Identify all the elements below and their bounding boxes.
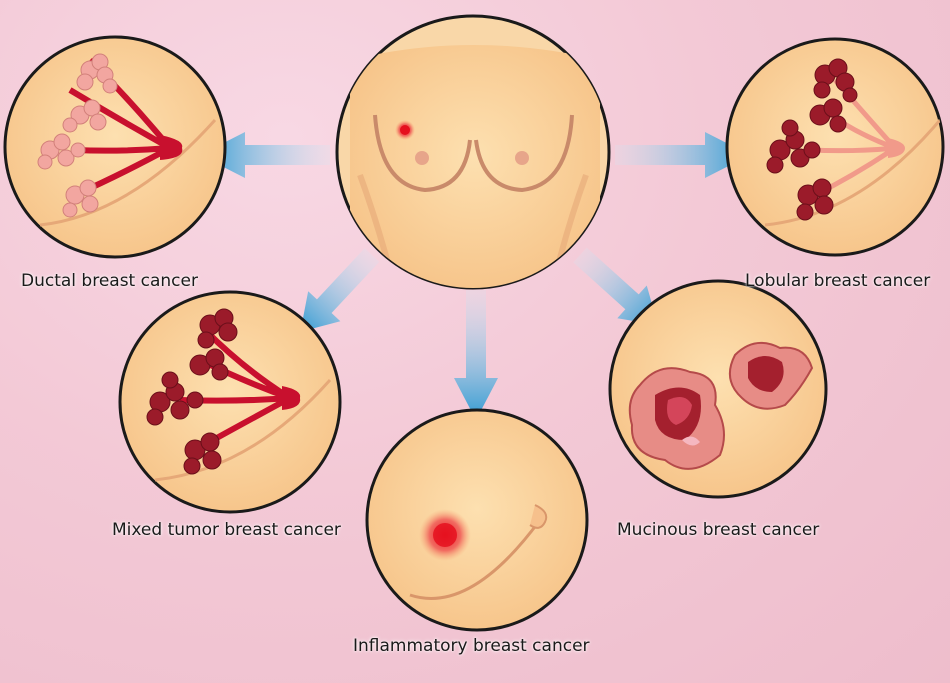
- arrow-to-ductal: [200, 132, 330, 178]
- arrow-to-mixed: [300, 248, 380, 332]
- lobular-illustration: [725, 37, 945, 257]
- ductal-label: Ductal breast cancer: [21, 271, 198, 291]
- mucinous-label: Mucinous breast cancer: [617, 520, 820, 540]
- mixed-tumor-label: Mixed tumor breast cancer: [112, 520, 341, 540]
- ductal-illustration: [3, 35, 227, 259]
- arrow-to-mucinous: [573, 247, 659, 326]
- inflammatory-label: Inflammatory breast cancer: [353, 636, 590, 656]
- arrow-to-lobular: [615, 132, 750, 178]
- lobular-label: Lobular breast cancer: [745, 271, 931, 291]
- inflammatory-illustration: [365, 408, 589, 632]
- arrow-to-inflammatory: [454, 290, 498, 420]
- mixed-tumor-illustration: [118, 290, 342, 514]
- mucinous-illustration: [608, 279, 828, 499]
- torso-illustration: [335, 14, 611, 290]
